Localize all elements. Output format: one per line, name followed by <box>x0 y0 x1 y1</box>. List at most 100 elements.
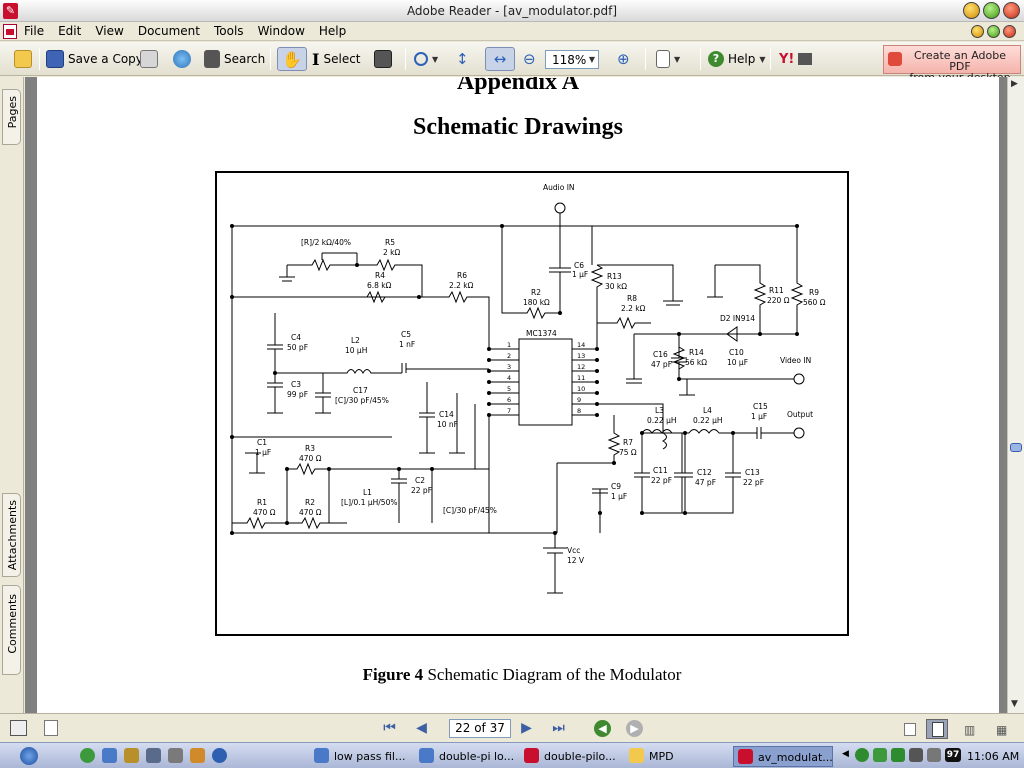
start-menu-icon[interactable] <box>20 747 38 765</box>
doc-maximize-button[interactable] <box>987 25 1000 38</box>
search-button[interactable]: Search <box>204 47 265 71</box>
close-button[interactable] <box>1003 2 1020 19</box>
quicklaunch-app-icon-6[interactable] <box>190 748 205 763</box>
yahoo-toolbar-button[interactable]: Y! <box>779 47 813 71</box>
menu-file[interactable]: File <box>24 24 45 38</box>
zoom-level-input[interactable]: 118% ▼ <box>545 50 599 69</box>
print-button[interactable] <box>140 47 158 71</box>
browser-icon <box>419 748 434 763</box>
save-copy-button[interactable]: Save a Copy <box>46 47 143 71</box>
ic-pin-left: 2 <box>507 352 511 360</box>
tab-comments[interactable]: Comments <box>2 585 21 675</box>
task-mpd[interactable]: MPD <box>625 746 725 767</box>
tab-pages[interactable]: Pages <box>2 89 21 145</box>
help-button[interactable]: ? Help ▼ <box>708 47 766 71</box>
go-forward-button[interactable]: ▶ <box>626 720 643 737</box>
zoom-in-button[interactable]: ⊕ <box>617 47 630 71</box>
tray-printer-icon[interactable] <box>909 748 923 762</box>
select-tool-button[interactable]: I Select <box>312 47 361 71</box>
ic-pin-left: 7 <box>507 407 511 415</box>
taskbar-clock: 11:06 AM <box>967 750 1020 763</box>
label-r13: R13 <box>607 272 622 281</box>
zoom-tool-dropdown-icon[interactable]: ▼ <box>432 54 439 64</box>
label-c13: C13 <box>745 468 760 477</box>
fit-width-button[interactable]: ↔ <box>485 47 515 71</box>
document-viewport[interactable]: Appendix A Schematic Drawings <box>25 77 1007 713</box>
help-dropdown-icon[interactable]: ▼ <box>759 54 766 64</box>
label-c6: C6 <box>574 261 584 270</box>
scroll-right-arrow-icon[interactable]: ▶ <box>1011 79 1018 89</box>
menu-edit[interactable]: Edit <box>58 24 82 38</box>
label-l4v: 0.22 µH <box>693 416 723 425</box>
maximize-button[interactable] <box>983 2 1000 19</box>
create-adobe-pdf-button[interactable]: Create an Adobe PDF from your desktop <box>883 45 1021 83</box>
menu-view[interactable]: View <box>95 24 124 38</box>
label-d2: D2 IN914 <box>720 314 755 323</box>
menu-help[interactable]: Help <box>318 24 347 38</box>
task-double-pilo[interactable]: double-pilo... <box>520 746 620 767</box>
scroll-thumb[interactable] <box>1010 443 1022 452</box>
quicklaunch-app-icon-2[interactable] <box>102 748 117 763</box>
page-number-input[interactable]: 22 of 37 <box>449 719 511 738</box>
tray-app-icon[interactable] <box>873 748 887 762</box>
tray-number-badge[interactable]: 97 <box>945 748 961 762</box>
label-r9v: 560 Ω <box>803 298 826 307</box>
continuous-facing-view-button[interactable]: ▦ <box>992 719 1014 739</box>
label-c2v: 22 pF <box>411 486 432 495</box>
zoom-dropdown-icon[interactable]: ▼ <box>588 55 595 64</box>
quicklaunch-app-icon-3[interactable] <box>124 748 139 763</box>
menu-document[interactable]: Document <box>137 24 200 38</box>
label-c4v: 50 pF <box>287 343 308 352</box>
hand-tool-button[interactable]: ✋ <box>277 47 307 71</box>
zoom-in-tool-button[interactable]: ▼ <box>414 47 438 71</box>
scroll-down-arrow-icon[interactable]: ▼ <box>1011 699 1018 709</box>
nav-pane-toggle-icon[interactable] <box>10 720 27 736</box>
tab-attachments[interactable]: Attachments <box>2 493 21 577</box>
document-icon[interactable] <box>3 24 17 39</box>
minimize-button[interactable] <box>963 2 980 19</box>
open-button[interactable] <box>14 47 32 71</box>
tray-user-icon[interactable] <box>927 748 941 762</box>
snapshot-button[interactable] <box>374 47 392 71</box>
tray-expand-icon[interactable]: ◀ <box>842 749 849 759</box>
last-page-button[interactable]: ⏭ <box>552 720 565 736</box>
continuous-view-button[interactable] <box>926 719 948 739</box>
single-page-view-button[interactable] <box>898 719 920 739</box>
task-av-modulator[interactable]: av_modulat... <box>733 746 833 767</box>
label-c17v: [C]/30 pF/45% <box>335 396 389 405</box>
quicklaunch-app-icon-1[interactable] <box>80 748 95 763</box>
menu-tools[interactable]: Tools <box>214 24 244 38</box>
quicklaunch-terminal-icon[interactable] <box>146 748 161 763</box>
first-page-button[interactable]: ⏮ <box>383 720 396 736</box>
tab-comments-label: Comments <box>6 594 19 654</box>
page-heading: Schematic Drawings <box>413 114 623 140</box>
rotate-dropdown-icon[interactable]: ▼ <box>674 54 681 64</box>
tab-attachments-label: Attachments <box>6 500 19 571</box>
go-back-button[interactable]: ◀ <box>594 720 611 737</box>
facing-view-button[interactable]: ▥ <box>960 719 982 739</box>
doc-minimize-button[interactable] <box>971 25 984 38</box>
document-properties-icon[interactable] <box>44 720 58 736</box>
label-r8v: 2.2 kΩ <box>621 304 646 313</box>
menu-window[interactable]: Window <box>257 24 305 38</box>
task-double-pi-lo[interactable]: double-pi lo... <box>415 746 515 767</box>
task-low-pass-filter[interactable]: low pass fil... <box>310 746 410 767</box>
rotate-button[interactable]: ▼ <box>656 47 680 71</box>
tray-network-icon[interactable] <box>855 748 869 762</box>
tray-monitor-icon[interactable] <box>891 748 905 762</box>
email-button[interactable] <box>173 47 191 71</box>
vertical-scrollbar[interactable]: ▶ ▼ <box>1007 77 1024 713</box>
next-page-button[interactable]: ▶ <box>521 720 532 736</box>
continuous-facing-icon: ▦ <box>996 723 1008 737</box>
facing-pages-icon: ▥ <box>964 723 976 737</box>
label-r4v: 6.8 kΩ <box>367 281 392 290</box>
doc-close-button[interactable] <box>1003 25 1016 38</box>
quicklaunch-app-icon-5[interactable] <box>168 748 183 763</box>
zoom-out-button[interactable]: ⊖ <box>523 47 536 71</box>
ic-pin-right: 13 <box>577 352 585 360</box>
fit-page-button[interactable]: ↕ <box>456 47 469 71</box>
hand-icon: ✋ <box>282 49 302 69</box>
previous-page-button[interactable]: ◀ <box>416 720 427 736</box>
quicklaunch-app-icon-7[interactable] <box>212 748 227 763</box>
